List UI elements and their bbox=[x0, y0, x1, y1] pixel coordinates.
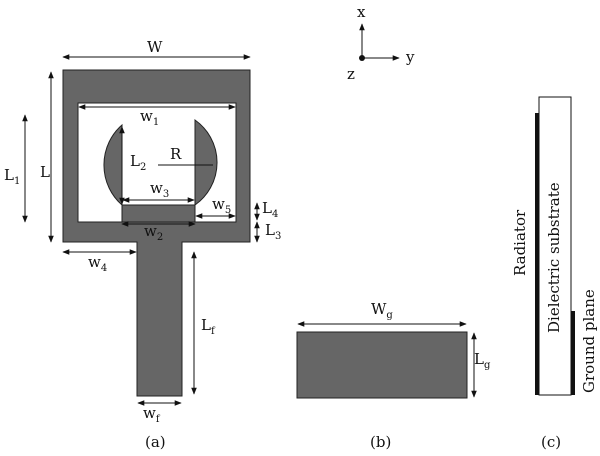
coordinate-axes: x y z bbox=[347, 3, 415, 83]
label-R: R bbox=[170, 145, 182, 163]
axis-x-label: x bbox=[357, 3, 366, 21]
label-w2: w2 bbox=[144, 222, 163, 243]
label-L: L bbox=[40, 163, 50, 181]
label-L1: L1 bbox=[4, 166, 20, 187]
radiator-patch bbox=[62, 69, 251, 397]
label-L4: L4 bbox=[262, 199, 278, 220]
label-substrate: Dielectric substrate bbox=[545, 182, 563, 333]
label-w1: w1 bbox=[140, 107, 159, 128]
radiator-layer bbox=[535, 113, 539, 395]
substrate-layer bbox=[538, 96, 572, 396]
label-w4: w4 bbox=[88, 253, 107, 274]
axis-y-label: y bbox=[405, 48, 415, 66]
label-Wg: Wg bbox=[371, 300, 393, 321]
label-w3: w3 bbox=[150, 179, 169, 200]
label-L3: L3 bbox=[265, 221, 281, 242]
label-ground-plane: Ground plane bbox=[580, 289, 598, 393]
label-radiator: Radiator bbox=[511, 209, 529, 276]
axis-z-label: z bbox=[347, 65, 355, 83]
caption-c: (c) bbox=[541, 433, 561, 451]
label-W: W bbox=[147, 38, 163, 56]
label-Lg: Lg bbox=[474, 350, 491, 371]
side-view: Radiator Dielectric substrate Ground pla… bbox=[511, 96, 598, 396]
ground-layer bbox=[571, 311, 575, 395]
label-wf: wf bbox=[143, 404, 161, 425]
ground-plane-rect bbox=[296, 331, 468, 399]
caption-a: (a) bbox=[145, 433, 166, 451]
caption-b: (b) bbox=[370, 433, 391, 451]
label-w5: w5 bbox=[212, 195, 231, 216]
label-L2: L2 bbox=[130, 152, 146, 173]
label-Lf: Lf bbox=[201, 316, 216, 337]
